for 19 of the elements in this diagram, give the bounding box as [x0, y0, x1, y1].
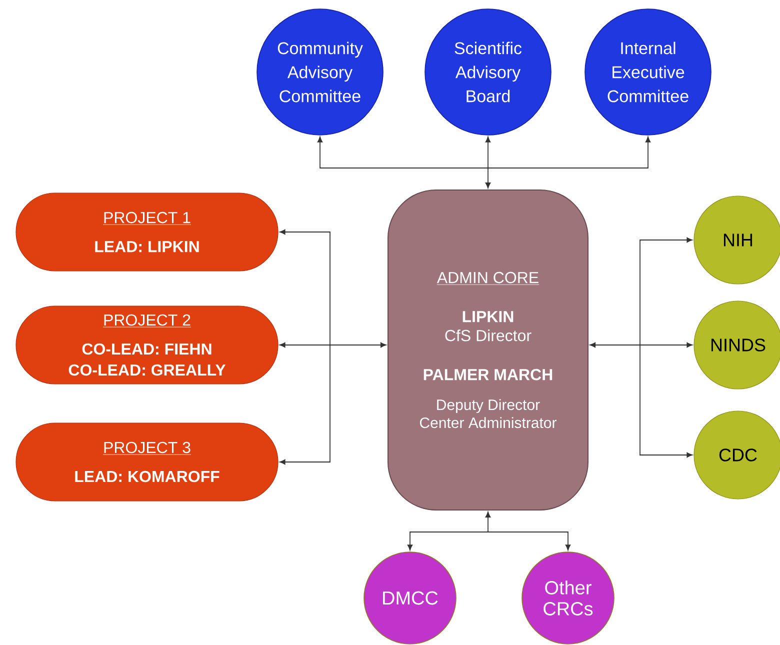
arrow [280, 229, 330, 346]
arrow [640, 344, 692, 458]
arrow [485, 512, 491, 532]
arrow [280, 344, 330, 465]
project-pill: PROJECT 1 LEAD: LIPKIN [16, 192, 278, 272]
admin-core-cylinder: ADMIN CORE LIPKIN CfS Director PALMER MARCH Deputy Director Center Administrator [388, 190, 588, 510]
arrow [317, 136, 488, 168]
arrow [330, 342, 386, 348]
project-pill: PROJECT 3 LEAD: KOMAROFF [16, 422, 278, 502]
arrow [280, 342, 330, 348]
arrow [640, 342, 692, 348]
arrow [488, 532, 571, 550]
arrow [488, 136, 651, 168]
arrow [640, 237, 692, 346]
project-pill: PROJECT 2 CO-LEAD: FIEHN CO-LEAD: GREALLY [16, 306, 278, 384]
arrow [407, 532, 488, 550]
arrow [485, 168, 491, 188]
arrow [590, 342, 640, 348]
arrow [485, 136, 491, 168]
